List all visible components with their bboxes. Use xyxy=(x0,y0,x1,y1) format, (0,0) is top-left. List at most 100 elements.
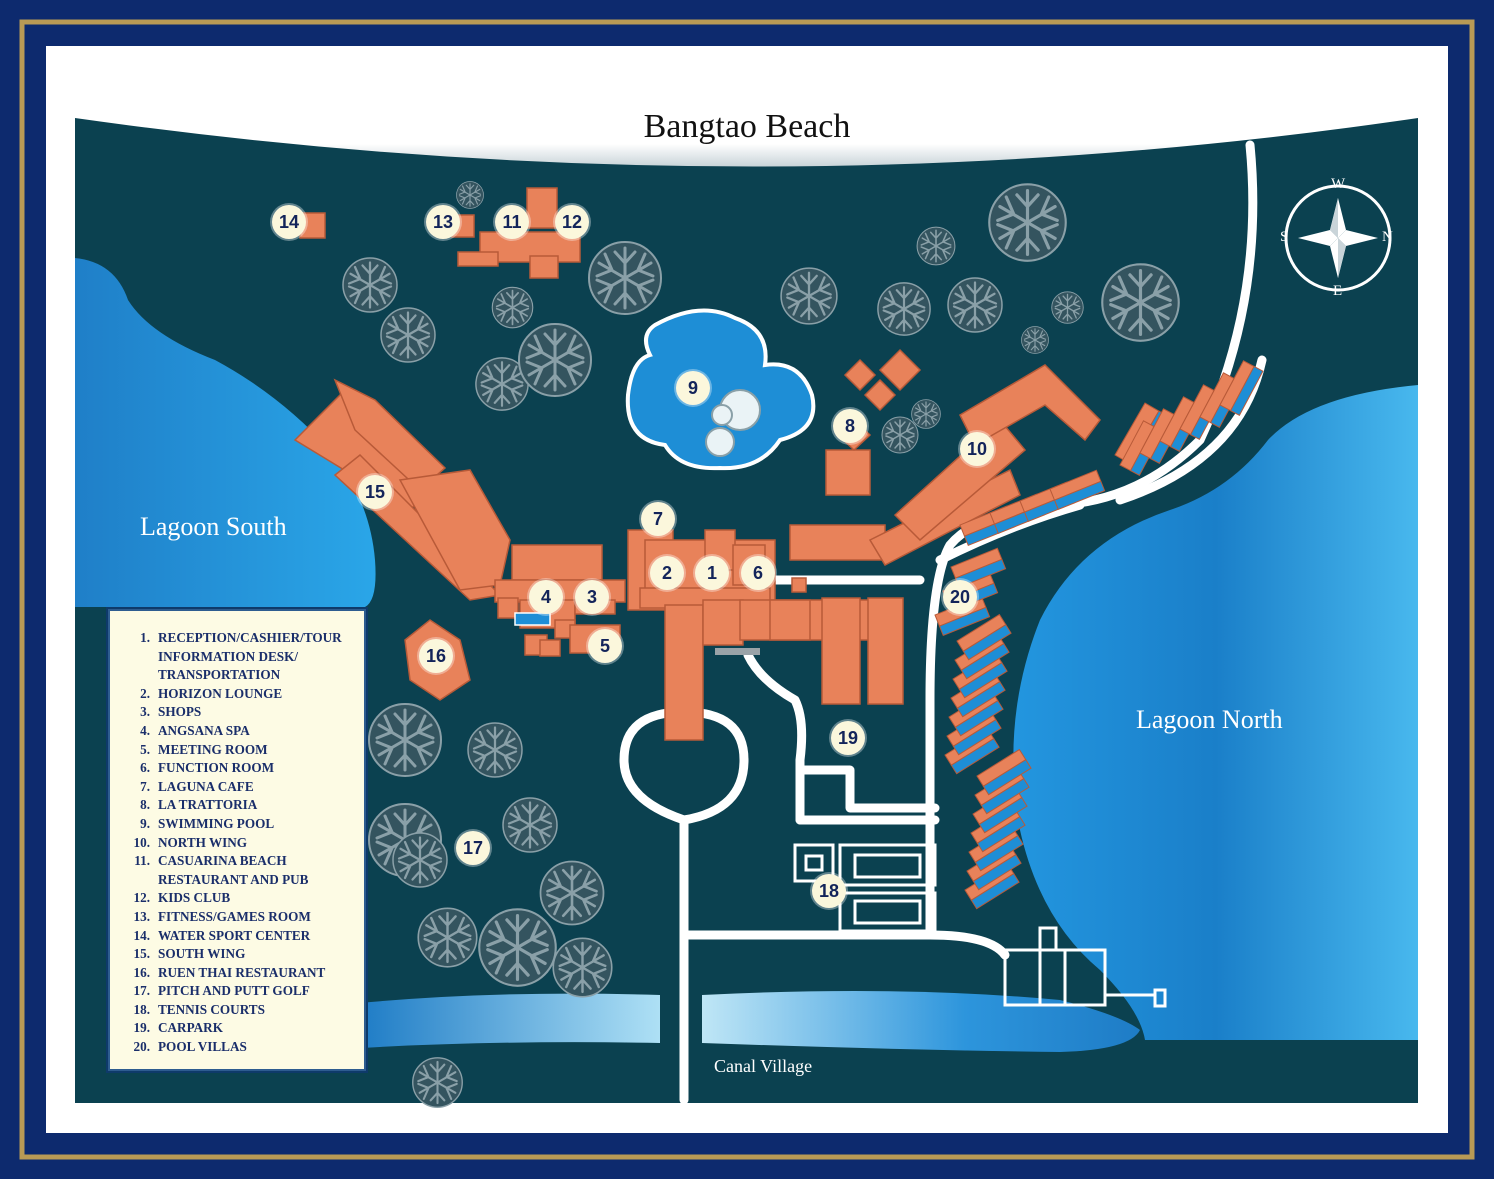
legend-item-number: 18. xyxy=(133,1001,150,1017)
legend-item: 1. RECEPTION/CASHIER/TOUR xyxy=(130,629,360,648)
legend-item-number: 14. xyxy=(133,927,150,943)
legend-item-number: 11. xyxy=(134,853,150,869)
legend-item: 18. TENNIS COURTS xyxy=(130,1001,360,1020)
legend-item-number xyxy=(130,666,150,685)
legend-item-label: HORIZON LOUNGE xyxy=(158,685,283,701)
lagoon-south-label: Lagoon South xyxy=(140,512,287,541)
legend-item-number: 13. xyxy=(133,908,150,924)
pool-villa xyxy=(956,613,1012,661)
marker-6[interactable]: 6 xyxy=(741,556,775,590)
legend-item-label: SHOPS xyxy=(158,704,202,720)
compass xyxy=(1284,184,1392,292)
legend-item: 5.MEETING ROOM xyxy=(130,741,360,760)
legend-item: 19. CARPARK xyxy=(130,1019,360,1038)
legend-item-label: TRANSPORTATION xyxy=(158,667,281,683)
legend-item-number: 5. xyxy=(140,741,150,757)
legend-item-number: 2. xyxy=(140,685,150,701)
marker-7[interactable]: 7 xyxy=(641,502,675,536)
legend-item-number: 10. xyxy=(133,834,150,850)
legend-item: 14. WATER SPORT CENTER xyxy=(130,927,360,946)
legend-item-number: 4. xyxy=(140,722,150,738)
marker-1[interactable]: 1 xyxy=(695,556,729,590)
legend-item: 13.FITNESS/GAMES ROOM xyxy=(130,908,360,927)
legend-item-label: POOL VILLAS xyxy=(158,1039,247,1055)
legend-item-label: FUNCTION ROOM xyxy=(158,760,275,776)
legend-item-number: 6. xyxy=(140,760,150,776)
lagoon-north-label: Lagoon North xyxy=(1136,705,1283,734)
marker-5[interactable]: 5 xyxy=(588,629,622,663)
pool-villa xyxy=(1049,469,1106,511)
legend-item-label: CASUARINA BEACH xyxy=(158,853,287,869)
legend-item-number: 3. xyxy=(140,704,150,720)
marker-15[interactable]: 15 xyxy=(358,475,392,509)
legend-item-number: 15. xyxy=(133,946,150,962)
marker-4[interactable]: 4 xyxy=(529,580,563,614)
legend-item: 16. RUEN THAI RESTAURANT xyxy=(130,964,360,983)
marker-2[interactable]: 2 xyxy=(650,556,684,590)
legend-item: 15. SOUTH WING xyxy=(130,945,360,964)
marker-20[interactable]: 20 xyxy=(943,580,977,614)
legend-item-label: RESTAURANT AND PUB xyxy=(158,871,309,887)
canal-village-label: Canal Village xyxy=(714,1056,813,1076)
legend-item: 4. ANGSANA SPA xyxy=(130,722,360,741)
legend-item-number: 7. xyxy=(140,778,150,794)
legend-item-label: NORTH WING xyxy=(158,834,248,850)
canal-west xyxy=(360,993,660,1048)
legend-item: 10. NORTH WING xyxy=(130,834,360,853)
beach-sand xyxy=(75,76,1418,167)
legend-item-label: CARPARK xyxy=(158,1020,223,1036)
legend-item-label: PITCH AND PUTT GOLF xyxy=(158,983,310,999)
legend-item-number xyxy=(130,871,150,890)
marker-10[interactable]: 10 xyxy=(960,432,994,466)
compass-bottom-letter: E xyxy=(1333,283,1343,299)
lagoon-north xyxy=(1013,385,1418,1040)
compass-right-letter: N xyxy=(1382,229,1393,245)
legend-item-label: TENNIS COURTS xyxy=(158,1001,265,1017)
marker-3[interactable]: 3 xyxy=(575,580,609,614)
legend-item: 3. SHOPS xyxy=(130,703,360,722)
legend-item: 2. HORIZON LOUNGE xyxy=(130,685,360,704)
legend-item-label: ANGSANA SPA xyxy=(158,722,250,738)
legend-item-label: LAGUNA CAFE xyxy=(158,778,254,794)
legend-item-number: 19. xyxy=(133,1020,150,1036)
legend-item: 9.SWIMMING POOL xyxy=(130,815,360,834)
legend-item-number: 20. xyxy=(133,1039,150,1055)
map-title: Bangtao Beach xyxy=(643,108,851,145)
legend-item-number: 12. xyxy=(133,890,150,906)
legend-item-label: WATER SPORT CENTER xyxy=(158,927,311,943)
marker-19[interactable]: 19 xyxy=(831,721,865,755)
legend-item: 6. FUNCTION ROOM xyxy=(130,759,360,778)
legend-item-number: 16. xyxy=(133,964,150,980)
legend-item-number xyxy=(130,648,150,667)
marker-11[interactable]: 11 xyxy=(495,205,529,239)
marker-14[interactable]: 14 xyxy=(272,205,306,239)
utility-building xyxy=(1003,926,1167,1008)
compass-left-letter: S xyxy=(1280,229,1289,245)
marker-9[interactable]: 9 xyxy=(676,371,710,405)
legend-item-label: INFORMATION DESK/ xyxy=(158,648,299,664)
legend-item: TRANSPORTATION xyxy=(130,666,360,685)
legend-item: 7. LAGUNA CAFE xyxy=(130,778,360,797)
legend-item: RESTAURANT AND PUB xyxy=(130,871,360,890)
legend-item-label: RECEPTION/CASHIER/TOUR xyxy=(158,630,342,645)
pool-villa xyxy=(1219,360,1264,417)
marker-17[interactable]: 17 xyxy=(456,831,490,865)
legend-item: 20. POOL VILLAS xyxy=(130,1038,360,1057)
legend-item-label: SOUTH WING xyxy=(158,946,246,962)
legend-item: 12.KIDS CLUB xyxy=(130,889,360,908)
legend-item: 8.LA TRATTORIA xyxy=(130,796,360,815)
marker-16[interactable]: 16 xyxy=(419,639,453,673)
legend-item: 11. CASUARINA BEACH xyxy=(130,852,360,871)
legend-item-number: 8. xyxy=(140,797,150,813)
marker-8[interactable]: 8 xyxy=(833,409,867,443)
legend-item: INFORMATION DESK/ xyxy=(130,648,360,667)
pool-villa xyxy=(976,748,1032,796)
marker-18[interactable]: 18 xyxy=(812,874,846,908)
legend-item-number: 1. xyxy=(140,630,150,645)
marker-12[interactable]: 12 xyxy=(555,205,589,239)
buildings xyxy=(293,187,1101,741)
legend-item-label: RUEN THAI RESTAURANT xyxy=(158,964,326,980)
marker-13[interactable]: 13 xyxy=(426,205,460,239)
legend-list: 1. RECEPTION/CASHIER/TOUR INFORMATION DESK… xyxy=(130,629,360,1057)
